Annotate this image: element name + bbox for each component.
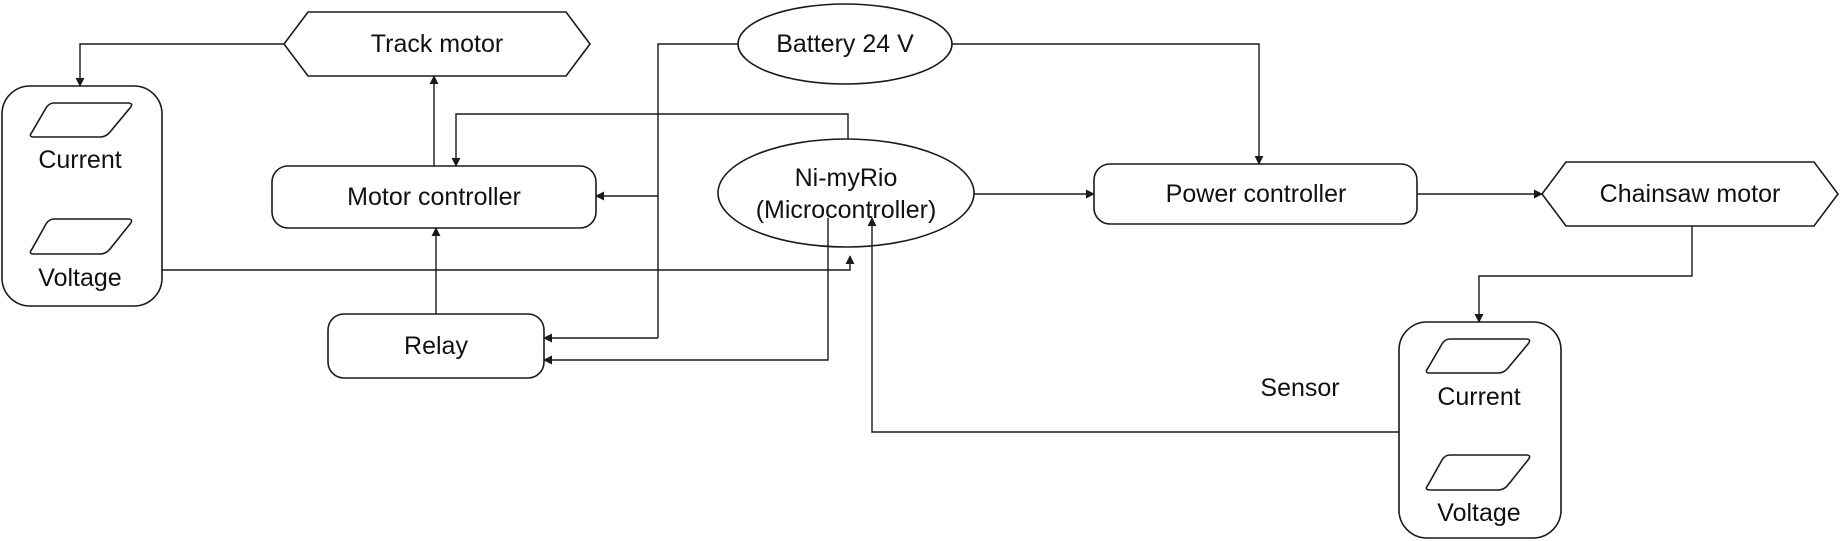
- arrow-micro-to-motorctrl: [451, 113, 849, 167]
- right-sensor-title: Sensor: [1260, 374, 1340, 402]
- left-current-label: Current: [38, 146, 122, 174]
- relay-label: Relay: [404, 332, 468, 360]
- microcontroller-label: Ni-myRio (Microcontroller): [755, 164, 937, 224]
- arrow-chainsaw-to-sensor: [1474, 226, 1693, 323]
- left-voltage-icon: [29, 218, 133, 255]
- motor-controller-label: Motor controller: [347, 183, 521, 211]
- right-current-icon: [1425, 338, 1531, 374]
- track-motor-label: Track motor: [370, 30, 504, 58]
- right-current-label: Current: [1437, 383, 1521, 411]
- left-voltage-label: Voltage: [38, 264, 122, 292]
- power-controller-label: Power controller: [1165, 180, 1347, 208]
- battery-label: Battery 24 V: [776, 30, 914, 58]
- battery-bus-left: [657, 43, 738, 338]
- right-voltage-label: Voltage: [1437, 499, 1521, 527]
- microcontroller-shape: [717, 138, 975, 248]
- arrow-leftsensor-to-micro: [162, 255, 855, 271]
- arrow-micro-to-relay: [543, 218, 829, 365]
- arrow-battery-to-power: [952, 43, 1264, 165]
- left-current-icon: [29, 102, 133, 138]
- arrow-sensor-to-micro: [867, 217, 1399, 433]
- arrow-track-to-sensor: [75, 43, 284, 87]
- right-voltage-icon: [1425, 454, 1531, 491]
- chainsaw-motor-label: Chainsaw motor: [1599, 180, 1781, 208]
